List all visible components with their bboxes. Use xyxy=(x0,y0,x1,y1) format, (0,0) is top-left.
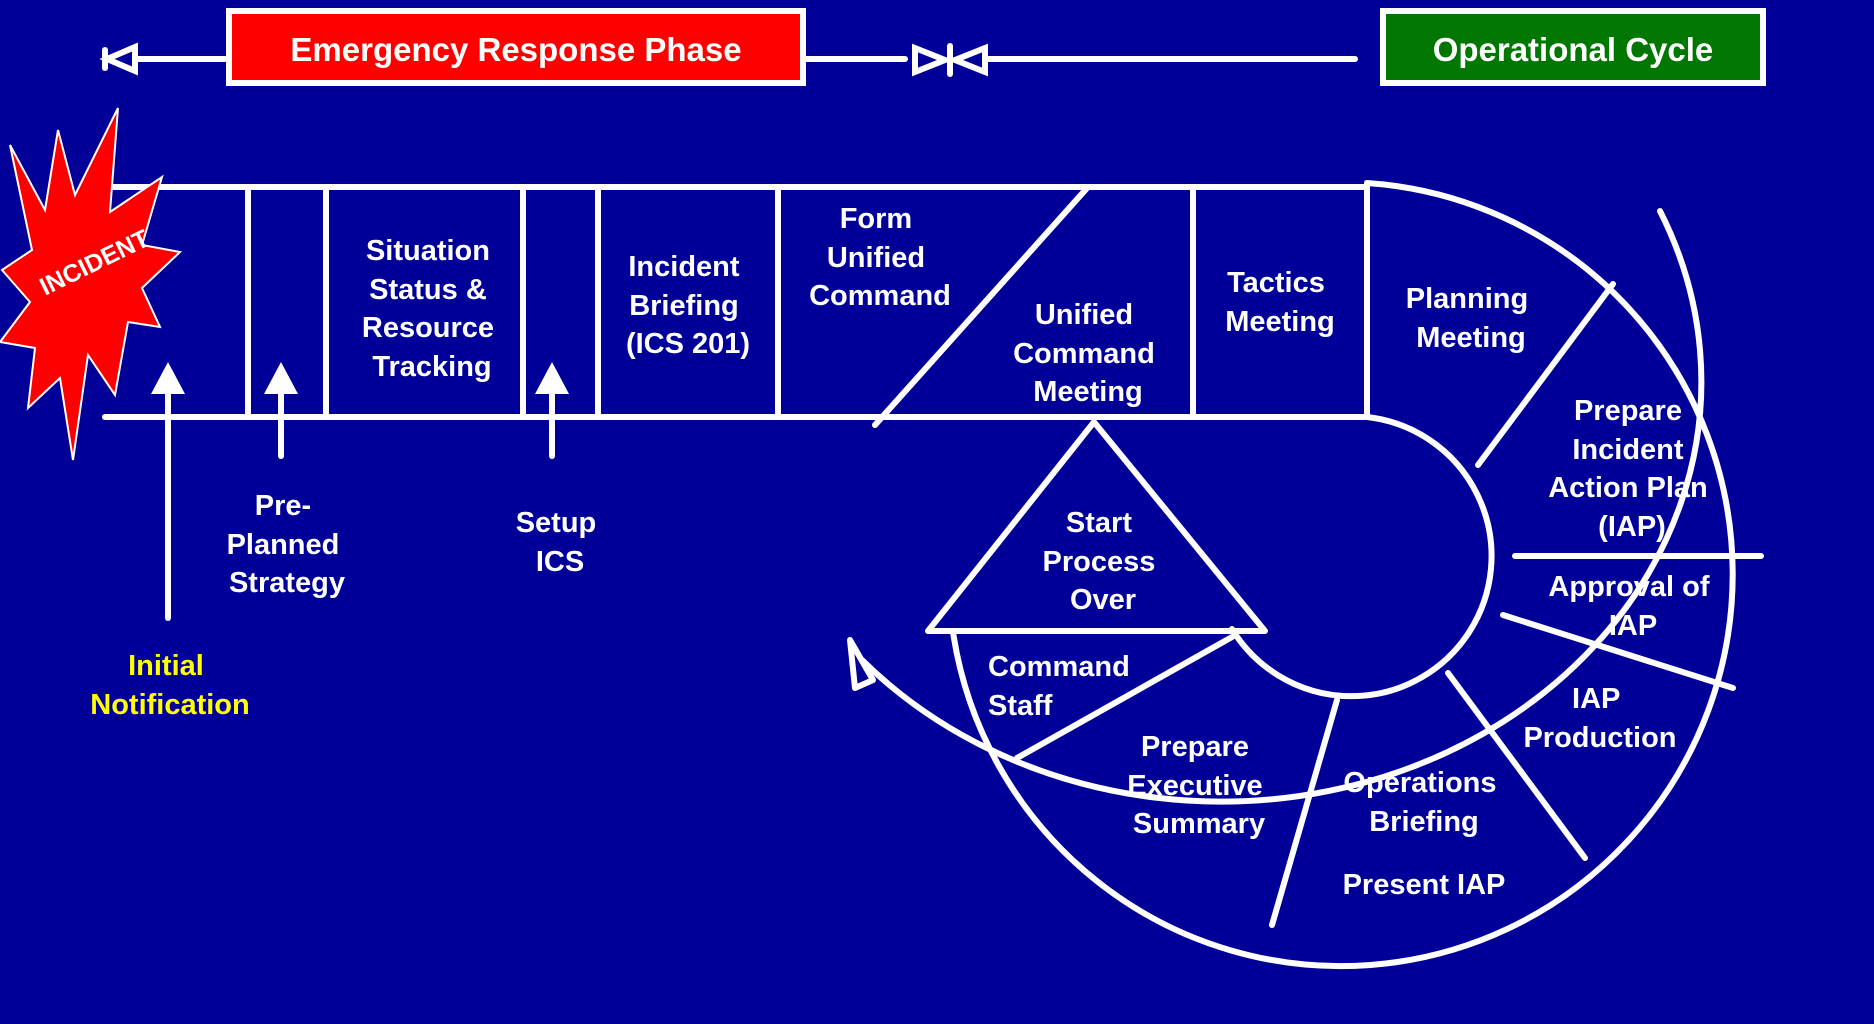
emergency-phase-text: Emergency Response Phase xyxy=(290,31,741,68)
setup-ics-label: Setup ICS xyxy=(516,507,605,578)
phase-end-arrowhead xyxy=(912,43,954,77)
segment-divider xyxy=(1269,697,1340,928)
operational-cycle-box xyxy=(1380,8,1766,86)
segment-divider xyxy=(1014,634,1235,761)
planning-cycle xyxy=(847,180,1764,970)
cycle-start-arrowhead xyxy=(946,43,988,77)
burst-icon xyxy=(0,107,183,461)
operations-briefing-label: Operations Briefing xyxy=(1343,767,1504,838)
operational-cycle-text: Operational Cycle xyxy=(1433,31,1714,68)
inner-arc xyxy=(1229,414,1495,700)
return-arrowhead-icon xyxy=(847,637,876,691)
iap-production-label: IAP Production xyxy=(1523,683,1676,754)
emergency-phase-box xyxy=(226,8,806,86)
approval-of-iap-label: Approval of IAP xyxy=(1548,571,1717,642)
cycle-labels: Planning Meeting Prepare Incident Action… xyxy=(988,283,1717,901)
segment-divider xyxy=(1500,612,1736,691)
start-process-over-label: Start Process Over xyxy=(1043,507,1164,616)
diagonal-divider xyxy=(872,184,1091,428)
start-over-triangle xyxy=(925,419,1268,634)
initial-notification-label: Initial Notification xyxy=(90,650,250,721)
planning-meeting-label: Planning Meeting xyxy=(1406,283,1537,354)
preplanned-arrow xyxy=(264,362,298,459)
incident-briefing-label: Incident Briefing (ICS 201) xyxy=(626,251,750,360)
preplanned-strategy-label: Pre- Planned Strategy xyxy=(227,490,348,599)
prepare-iap-label: Prepare Incident Action Plan (IAP) xyxy=(1548,395,1716,543)
prepare-executive-summary-label: Prepare Executive Summary xyxy=(1127,731,1270,840)
situation-status-label: Situation Status & Resource Tracking xyxy=(362,235,502,383)
return-arrow-arc xyxy=(859,208,1705,805)
tactics-meeting-label: Tactics Meeting xyxy=(1225,267,1335,338)
command-staff-label: Command Staff xyxy=(988,651,1138,722)
arrow-up-icon xyxy=(535,362,569,394)
present-iap-label: Present IAP xyxy=(1343,869,1506,901)
operational-cycle-label: Operational Cycle xyxy=(1380,8,1766,86)
header-timeline xyxy=(99,42,1358,77)
segment-divider xyxy=(1445,670,1588,861)
outer-arc xyxy=(950,180,1736,970)
unified-command-meeting-label: Unified Command Meeting xyxy=(1013,299,1163,408)
emergency-phase-label: Emergency Response Phase xyxy=(226,8,806,86)
arrow-up-icon xyxy=(151,362,185,394)
incident-starburst: INCIDENT xyxy=(0,107,183,461)
form-unified-command-label: Form Unified Command xyxy=(809,203,951,312)
initial-notification-arrow xyxy=(151,362,185,621)
segment-divider xyxy=(1475,281,1616,468)
timeline-band: Situation Status & Resource Tracking Inc… xyxy=(102,180,1370,428)
setup-ics-arrow xyxy=(535,362,569,459)
left-arrowhead xyxy=(99,42,138,76)
arrow-up-icon xyxy=(264,362,298,394)
